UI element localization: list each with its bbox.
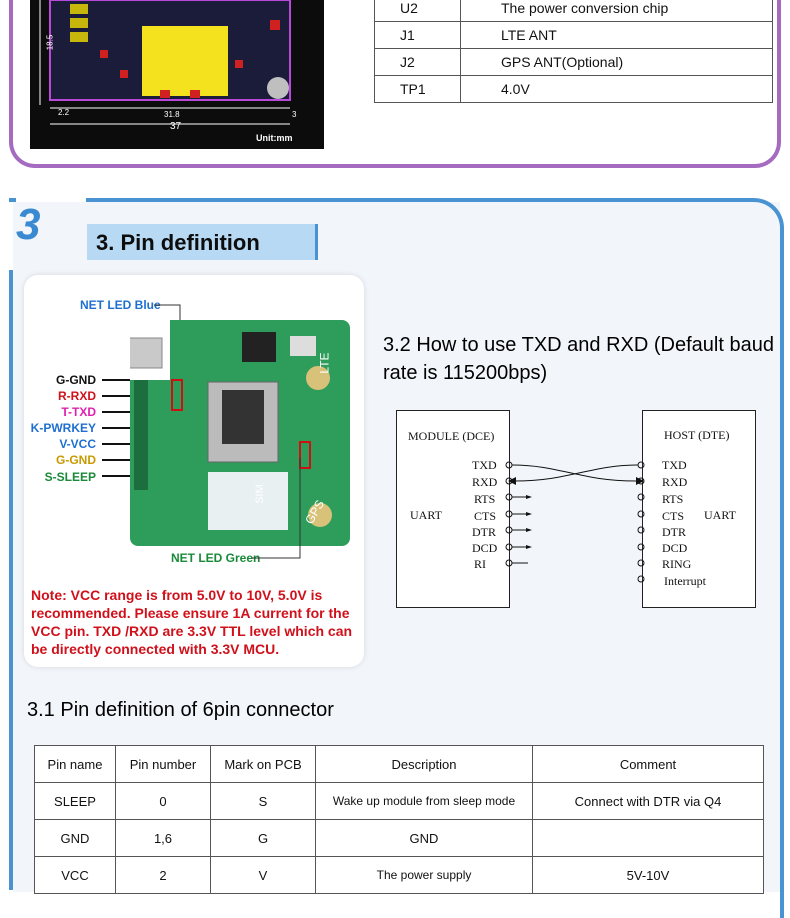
right-pin-interrupt: Interrupt — [664, 574, 706, 588]
table-row: SLEEP 0 S Wake up module from sleep mode… — [34, 782, 764, 820]
cell: S — [210, 782, 316, 820]
right-pin-txd: TXD — [662, 458, 687, 472]
left-pin-rxd: RXD — [472, 475, 498, 489]
net-led-blue-label: NET LED Blue — [80, 298, 161, 312]
cell: 1,6 — [115, 819, 211, 857]
vcc-note: Note: VCC range is from 5.0V to 10V, 5.0… — [31, 587, 353, 657]
cell: GND — [34, 819, 116, 857]
header-cell: Description — [315, 745, 533, 783]
left-pin-ri: RI — [474, 557, 486, 571]
cell: The power supply — [315, 856, 533, 894]
table-row: GND 1,6 G GND — [34, 819, 764, 857]
cell: V — [210, 856, 316, 894]
dim-width: 37 — [170, 121, 182, 132]
desc-cell: LTE ANT — [460, 21, 773, 49]
net-led-green-leader — [252, 458, 301, 559]
pin-label-ggnd2: G-GND — [56, 453, 96, 467]
table-header-row: Pin name Pin number Mark on PCB Descript… — [34, 745, 764, 783]
right-pin-ring: RING — [662, 557, 692, 571]
pin-label-sleep: S-SLEEP — [44, 470, 96, 484]
section-heading: 3. Pin definition — [87, 224, 318, 260]
left-pin-dcd: DCD — [472, 541, 498, 555]
cell: Connect with DTR via Q4 — [532, 782, 764, 820]
uart-left-label: UART — [410, 508, 442, 522]
ref-cell: J2 — [374, 48, 461, 76]
cell: SLEEP — [34, 782, 116, 820]
header-cell: Mark on PCB — [210, 745, 316, 783]
net-led-green-label: NET LED Green — [171, 551, 261, 565]
left-pin-txd: TXD — [472, 458, 497, 472]
pin-table-heading: 3.1 Pin definition of 6pin connector — [27, 699, 334, 721]
pcb-dimension-drawing: 18.5 2.2 31.8 37 3 Unit:mm — [30, 0, 324, 149]
left-pin-dtr: DTR — [472, 525, 496, 539]
cell: G — [210, 819, 316, 857]
module-dce-label: MODULE (DCE) — [408, 429, 495, 443]
right-pin-dtr: DTR — [662, 525, 686, 539]
section-frame-left — [9, 270, 13, 890]
pin-label-rxd: R-RXD — [58, 389, 96, 403]
header-cell: Comment — [532, 745, 764, 783]
left-pin-rts: RTS — [474, 492, 496, 506]
section-gap — [16, 198, 86, 202]
pin-leaders — [102, 379, 130, 477]
unit-label: Unit:mm — [256, 133, 293, 143]
module-dce-box — [396, 410, 510, 608]
cell — [532, 819, 764, 857]
right-pin-rxd: RXD — [662, 475, 688, 489]
ref-cell: J1 — [374, 21, 461, 49]
lte-board-text: LTE — [317, 352, 332, 374]
section-frame — [9, 198, 784, 918]
uart-wiring — [505, 461, 645, 583]
ref-cell: TP1 — [374, 75, 461, 103]
pin-definition-table: Pin name Pin number Mark on PCB Descript… — [34, 745, 764, 894]
right-pin-dcd: DCD — [662, 541, 688, 555]
pin-label-pwrkey: K-PWRKEY — [30, 421, 96, 435]
uart-right-label: UART — [704, 508, 736, 522]
dim-vertical: 18.5 — [45, 34, 55, 51]
cell: GND — [315, 819, 533, 857]
host-dte-label: HOST (DTE) — [664, 428, 730, 442]
desc-cell: GPS ANT(Optional) — [460, 48, 773, 76]
section-title: 3. Pin definition — [96, 230, 260, 255]
section-number: 3 — [16, 200, 41, 249]
desc-cell: 4.0V — [460, 75, 773, 103]
cell: Wake up module from sleep mode — [315, 782, 533, 820]
header-cell: Pin number — [115, 745, 211, 783]
cell: 5V-10V — [532, 856, 764, 894]
header-cell: Pin name — [34, 745, 116, 783]
left-pin-cts: CTS — [474, 509, 497, 523]
right-pin-cts: CTS — [662, 509, 685, 523]
right-pin-rts: RTS — [662, 492, 684, 506]
dim-small: 2.2 — [58, 108, 70, 117]
dim-width-inner: 31.8 — [164, 110, 180, 119]
pin-label-vcc: V-VCC — [59, 437, 96, 451]
pin-label-txd: T-TXD — [61, 405, 96, 419]
cell: VCC — [34, 856, 116, 894]
cell: 2 — [115, 856, 211, 894]
pin-label-ggnd: G-GND — [56, 373, 96, 387]
ref-cell: U2 — [374, 0, 461, 22]
dim-right: 3 — [292, 110, 297, 119]
desc-cell: The power conversion chip — [460, 0, 773, 22]
cell: 0 — [115, 782, 211, 820]
table-row: VCC 2 V The power supply 5V-10V — [34, 856, 764, 894]
uart-heading: 3.2 How to use TXD and RXD (Default baud… — [383, 334, 774, 384]
host-dte-box — [642, 410, 756, 608]
